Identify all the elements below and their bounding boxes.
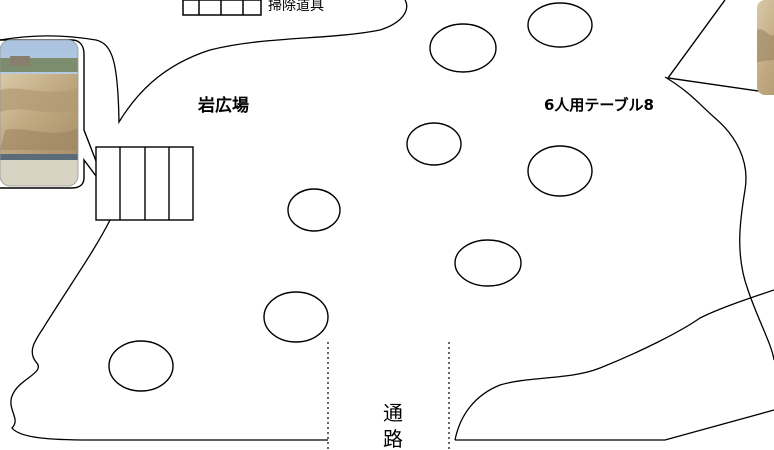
bottom-right-edge (455, 409, 774, 441)
passage-right-outline (454, 289, 774, 441)
left-area-outline (10, 219, 328, 441)
rock-plaza-label: 岩広場 (197, 95, 249, 116)
cleaning-tools-label: 掃除道具 (268, 0, 324, 14)
stairs (95, 146, 194, 221)
right-photo-callout (666, 0, 774, 95)
table-3 (406, 122, 462, 166)
top-area-outline (0, 0, 408, 125)
rock-photo-icon (0, 40, 78, 186)
passage-label-bottom: 路 (383, 427, 403, 450)
table-count-label: 6人用テーブル8 (544, 96, 654, 114)
right-area-outline (664, 76, 774, 361)
table-4 (527, 145, 593, 197)
rock-photo-icon-right (757, 0, 774, 95)
table-1 (527, 2, 593, 48)
tables (108, 2, 593, 392)
table-7 (263, 291, 329, 343)
table-8 (108, 340, 174, 392)
table-5 (287, 188, 341, 232)
left-photo-callout (0, 39, 109, 193)
cleaning-tools-box (182, 0, 262, 16)
table-2 (429, 23, 497, 73)
table-6 (454, 239, 522, 287)
passage-label-top: 通 (383, 401, 403, 425)
